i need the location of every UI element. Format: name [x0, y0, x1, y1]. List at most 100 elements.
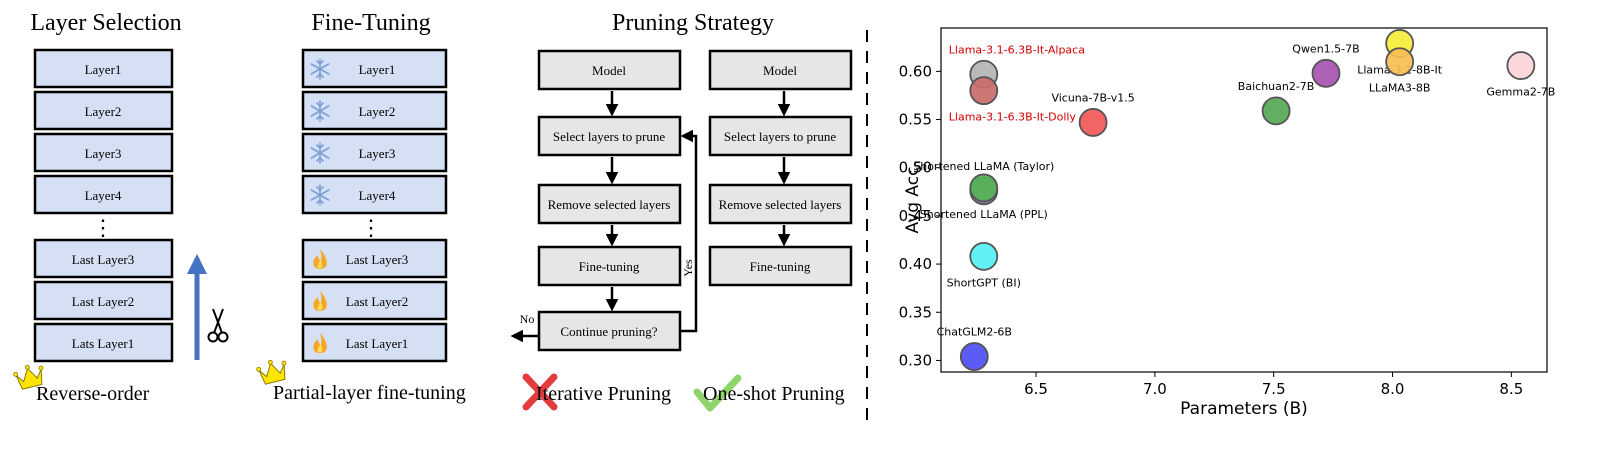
ft-ellipsis: ⋮ — [360, 215, 382, 240]
x-tick-label: 7.0 — [1143, 380, 1167, 398]
oneshot-flow: Model Select layers to prune Remove sele… — [708, 49, 853, 287]
yes-label: Yes — [681, 259, 695, 277]
y-tick-label: 0.30 — [899, 351, 932, 369]
ls-layer-box — [33, 48, 174, 89]
y-tick-label: 0.55 — [899, 111, 932, 129]
ls-layer-label: Layer4 — [85, 188, 122, 203]
iter-step-label: Remove selected layers — [548, 197, 671, 212]
ls-layer-label: Layer3 — [85, 146, 122, 161]
layer-selection-stack-bottom: Last Layer3 Last Layer2 Lats Layer1 — [33, 238, 174, 363]
x-tick-label: 6.5 — [1024, 380, 1048, 398]
y-tick-label: 0.60 — [899, 62, 932, 80]
point-label: ChatGLM2-6B — [937, 326, 1012, 339]
point-label: ShortGPT (BI) — [947, 276, 1021, 289]
point-label: Shortened LLaMA (Taylor) — [913, 160, 1054, 173]
y-tick-label: 0.35 — [899, 303, 932, 321]
y-tick-label: 0.50 — [899, 159, 932, 177]
pruning-strategy-panel: Pruning Strategy Model Select layers to … — [510, 10, 853, 412]
iter-step-box — [537, 310, 682, 352]
point-label: Baichuan2-7B — [1238, 80, 1315, 93]
iter-step-box — [537, 49, 682, 91]
pruning-title: Pruning Strategy — [612, 10, 774, 36]
partial-finetune-caption: Partial-layer fine-tuning — [273, 382, 466, 404]
y-axis-label: Avg Acc — [903, 167, 923, 234]
ls-layer-label: Layer1 — [85, 62, 122, 77]
ft-layer-label: Layer4 — [359, 188, 396, 203]
ls-layer-box — [33, 238, 174, 279]
ft-layer-box — [301, 322, 448, 363]
oneshot-caption: One-shot Pruning — [703, 383, 845, 405]
ft-layer-label: Last Layer2 — [346, 294, 408, 309]
ls-layer-box — [33, 90, 174, 131]
ft-layer-label: Last Layer1 — [346, 336, 408, 351]
x-tick-label: 7.5 — [1262, 380, 1286, 398]
x-tick-label: 8.0 — [1381, 380, 1405, 398]
point-label: Qwen1.5-7B — [1292, 42, 1359, 55]
ls-layer-box — [33, 280, 174, 321]
data-point — [969, 241, 999, 271]
iter-step-box — [537, 115, 682, 157]
iter-step-box — [537, 245, 682, 287]
ls-layer-label: Last Layer2 — [72, 294, 134, 309]
ft-layer-box — [301, 90, 448, 131]
ls-layer-label: Last Layer3 — [72, 252, 134, 267]
reverse-order-caption: Reverse-order — [36, 383, 150, 405]
cross-icon — [522, 373, 558, 411]
data-point — [1506, 51, 1536, 80]
iter-step-label: Continue pruning? — [560, 324, 657, 339]
layer-selection-panel: Layer Selection Layer1 Layer2 Layer3 Lay… — [11, 10, 229, 405]
fine-tuning-title: Fine-Tuning — [311, 10, 430, 36]
no-label: No — [520, 312, 535, 326]
iter-step-label: Fine-tuning — [579, 259, 640, 274]
oneshot-step-box — [708, 245, 853, 287]
ls-layer-label: Layer2 — [85, 104, 122, 119]
iter-step-label: Select layers to prune — [553, 129, 665, 144]
point-label: Llama-3.1-6.3B-It-Dolly — [949, 111, 1077, 124]
ls-layer-box — [33, 174, 174, 215]
iter-step-label: Model — [592, 63, 626, 78]
ft-layer-box — [301, 280, 448, 321]
fine-tuning-panel: Fine-Tuning Layer1 Layer2 Layer3 Layer4 … — [254, 10, 466, 404]
yes-loop-arrow — [680, 129, 698, 333]
ft-layer-label: Layer2 — [359, 104, 396, 119]
point-label: Llama-3.1-6.3B-It-Alpaca — [949, 43, 1085, 56]
check-icon — [693, 374, 742, 412]
layer-selection-stack-top: Layer1 Layer2 Layer3 Layer4 — [33, 48, 174, 215]
oneshot-step-label: Remove selected layers — [719, 197, 842, 212]
oneshot-step-label: Model — [763, 63, 797, 78]
data-point — [1385, 47, 1415, 77]
ft-layer-label: Layer1 — [359, 62, 396, 77]
ft-layer-box — [301, 132, 448, 173]
ls-layer-box — [33, 132, 174, 173]
chart-axes-frame — [940, 27, 1548, 373]
data-point — [1078, 108, 1108, 137]
data-point — [1311, 58, 1341, 88]
ft-layer-box — [301, 174, 448, 215]
y-tick-label: 0.40 — [899, 255, 932, 273]
point-label: Shortened LLaMA (PPL) — [920, 208, 1048, 221]
point-label: Gemma2-7B — [1486, 86, 1555, 99]
ls-ellipsis: ⋮ — [92, 215, 114, 240]
fine-tuning-stack-top: Layer1 Layer2 Layer3 Layer4 — [301, 48, 448, 215]
data-point — [969, 173, 999, 203]
ft-layer-label: Last Layer3 — [346, 252, 408, 267]
ft-layer-box — [301, 48, 448, 89]
iterative-caption: Iterative Pruning — [536, 383, 671, 405]
ls-layer-label: Lats Layer1 — [72, 336, 134, 351]
iter-step-box — [537, 183, 682, 225]
point-label: LLaMA3-8B — [1369, 82, 1431, 95]
ft-layer-label: Layer3 — [359, 146, 396, 161]
scissors-icon — [207, 308, 229, 343]
oneshot-step-box — [708, 49, 853, 91]
x-axis-label: Parameters (B) — [1180, 399, 1308, 419]
chart-points: Llama-3.1-6.3B-It-AlpacaLlama-3.1-6.3B-I… — [913, 29, 1555, 371]
data-point — [959, 342, 989, 371]
oneshot-step-box — [708, 183, 853, 225]
point-label: Vicuna-7B-v1.5 — [1051, 91, 1134, 104]
ls-layer-box — [33, 322, 174, 363]
iterative-flow: Model Select layers to prune Remove sele… — [510, 49, 698, 352]
ft-layer-box — [301, 238, 448, 279]
